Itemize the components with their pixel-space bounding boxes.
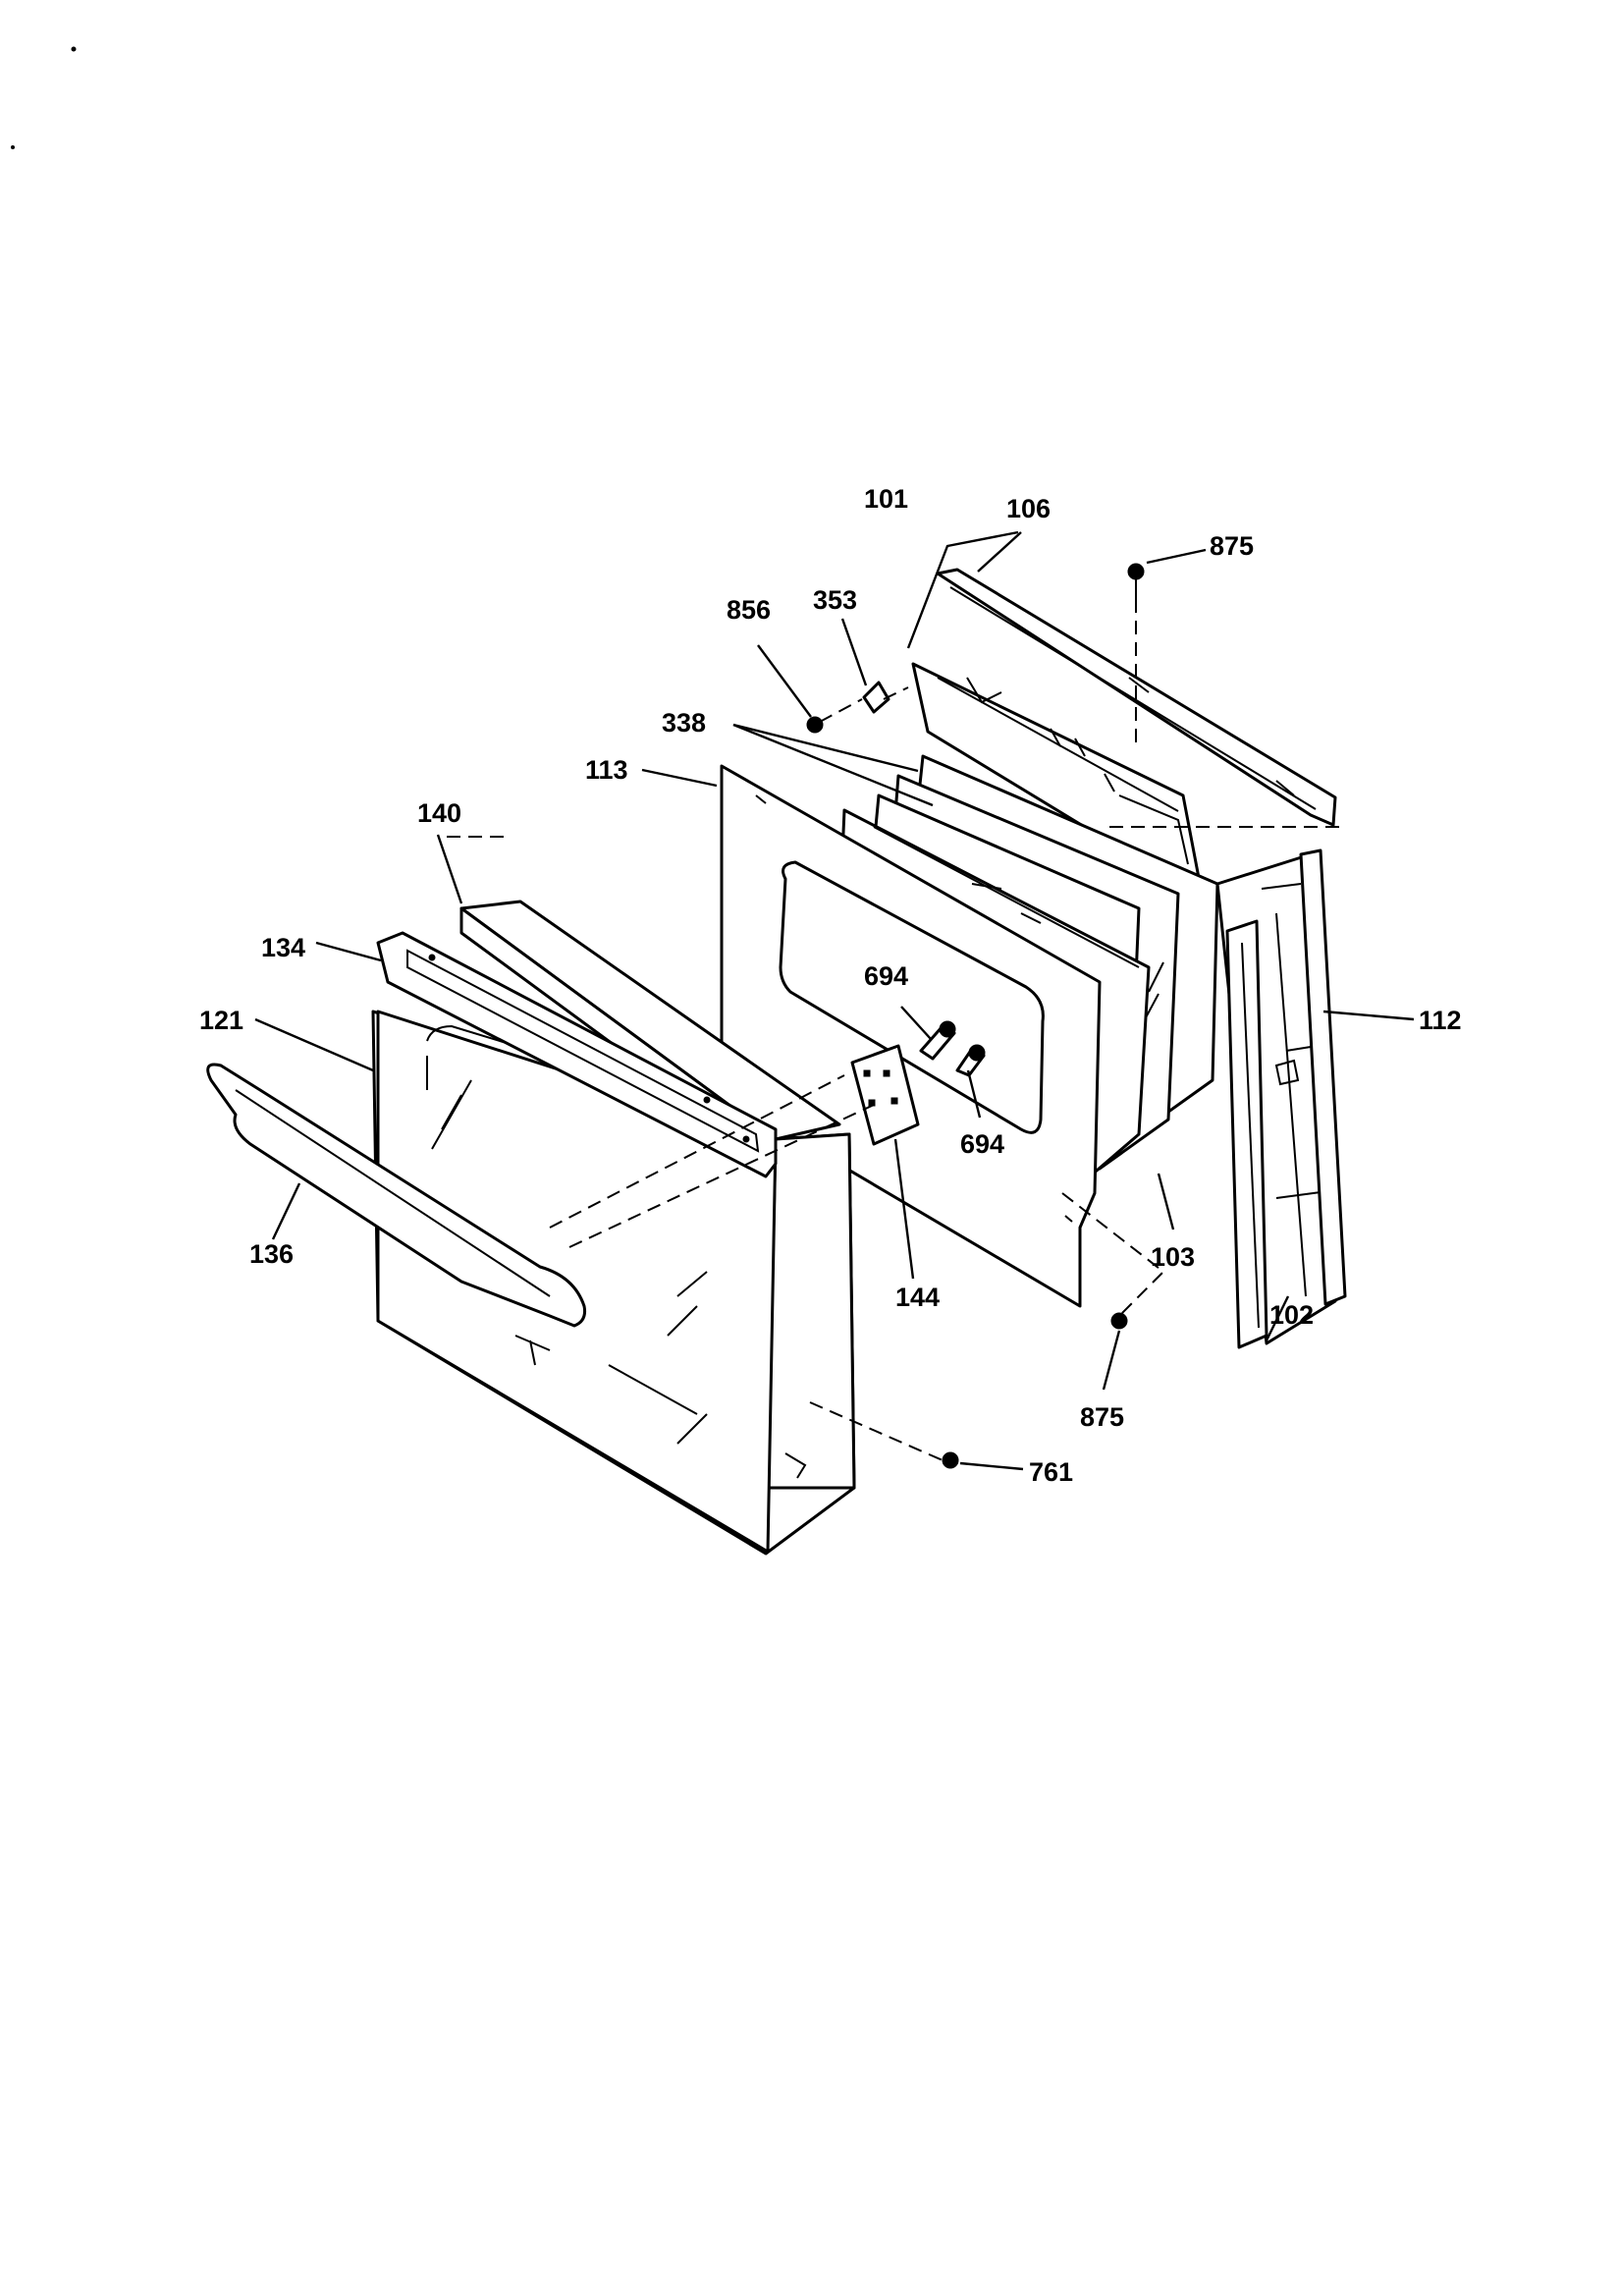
part-102-side-frame — [1215, 852, 1337, 1349]
callout-136: 136 — [249, 1239, 294, 1269]
callout-761: 761 — [1029, 1457, 1073, 1487]
callout-121: 121 — [199, 1006, 243, 1035]
part-761-screw — [942, 1451, 959, 1469]
callout-106: 106 — [1006, 494, 1051, 523]
part-875-screw-bottom — [1110, 1312, 1128, 1330]
callout-140: 140 — [417, 798, 461, 828]
callout-101: 101 — [864, 484, 908, 514]
leader-lines — [254, 530, 1415, 1471]
callout-875-top: 875 — [1210, 531, 1254, 561]
callout-103: 103 — [1151, 1242, 1195, 1272]
scan-speck — [71, 46, 77, 52]
callout-102: 102 — [1269, 1300, 1314, 1330]
callout-113: 113 — [585, 755, 628, 785]
part-136-handle — [206, 1063, 586, 1328]
part-144-bracket — [850, 1044, 920, 1146]
callout-694-lower: 694 — [960, 1129, 1004, 1159]
callout-134: 134 — [261, 933, 305, 962]
part-875-screw-top — [1127, 563, 1145, 599]
callout-112: 112 — [1419, 1006, 1462, 1035]
part-856-screw — [806, 716, 824, 734]
assembly-lines — [447, 599, 1340, 1461]
callout-694-upper: 694 — [864, 961, 908, 991]
scan-speck — [11, 145, 15, 149]
part-112-channel — [1274, 848, 1347, 1306]
part-353-latch — [862, 681, 890, 714]
callout-875-bottom: 875 — [1080, 1402, 1124, 1432]
callout-338: 338 — [662, 708, 706, 738]
callout-856: 856 — [727, 595, 771, 625]
callout-353: 353 — [813, 585, 857, 615]
part-694-screws — [919, 1020, 986, 1077]
part-134-vent-trim — [376, 931, 778, 1178]
callout-144: 144 — [895, 1283, 940, 1312]
